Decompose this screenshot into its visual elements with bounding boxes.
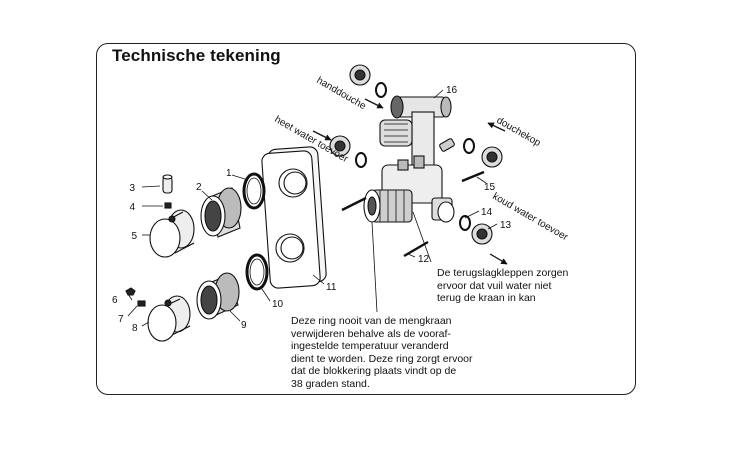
fitting-nut-13 (459, 215, 493, 245)
label-koud-water: koud water toevoer (491, 191, 571, 243)
screw-left (341, 196, 367, 212)
cover-plate (261, 146, 327, 289)
sleeve-2 (200, 187, 242, 238)
part-number-1: 1 (226, 168, 232, 179)
screw-15 (461, 170, 485, 183)
label-douchekop: douchekop (495, 115, 543, 149)
screw-12 (403, 240, 429, 258)
check-valve (439, 138, 455, 152)
drawing-frame (96, 43, 636, 395)
part-number-8: 8 (132, 323, 138, 334)
pin-3 (162, 174, 173, 194)
knob-8 (147, 295, 191, 342)
part-number-4: 4 (129, 202, 135, 213)
knob-5 (149, 209, 196, 258)
part-number-5: 5 (131, 231, 137, 242)
part-number-13: 13 (500, 220, 512, 231)
part-number-16: 16 (446, 85, 458, 96)
part-number-9: 9 (241, 320, 247, 331)
part-number-2: 2 (196, 182, 202, 193)
leader-lines (127, 89, 498, 327)
part-number-12: 12 (418, 254, 430, 265)
part-number-10: 10 (272, 299, 284, 310)
o-ring-10 (245, 253, 269, 291)
note-check-valves: De terugslagkleppen zorgen ervoor dat vu… (437, 267, 569, 305)
note-ring: Deze ring nooit van de mengkraan verwijd… (291, 315, 473, 390)
part-number-14: 14 (481, 207, 493, 218)
page-title: Technische tekening (112, 46, 281, 65)
part-number-7: 7 (118, 314, 124, 325)
screw-6 (125, 287, 136, 296)
part-number-3: 3 (129, 183, 135, 194)
fitting-nut-douchekop (463, 138, 503, 168)
part-number-11: 11 (326, 282, 337, 293)
screw-4 (164, 202, 172, 209)
o-ring-1 (242, 172, 266, 210)
fitting-nut-heet (329, 135, 367, 168)
part-number-6: 6 (112, 295, 118, 306)
part-number-15: 15 (484, 182, 496, 193)
pin-7 (137, 300, 146, 307)
mixing-valve-body (363, 95, 455, 223)
sleeve-9 (196, 272, 240, 320)
fitting-nut-top (349, 64, 387, 98)
